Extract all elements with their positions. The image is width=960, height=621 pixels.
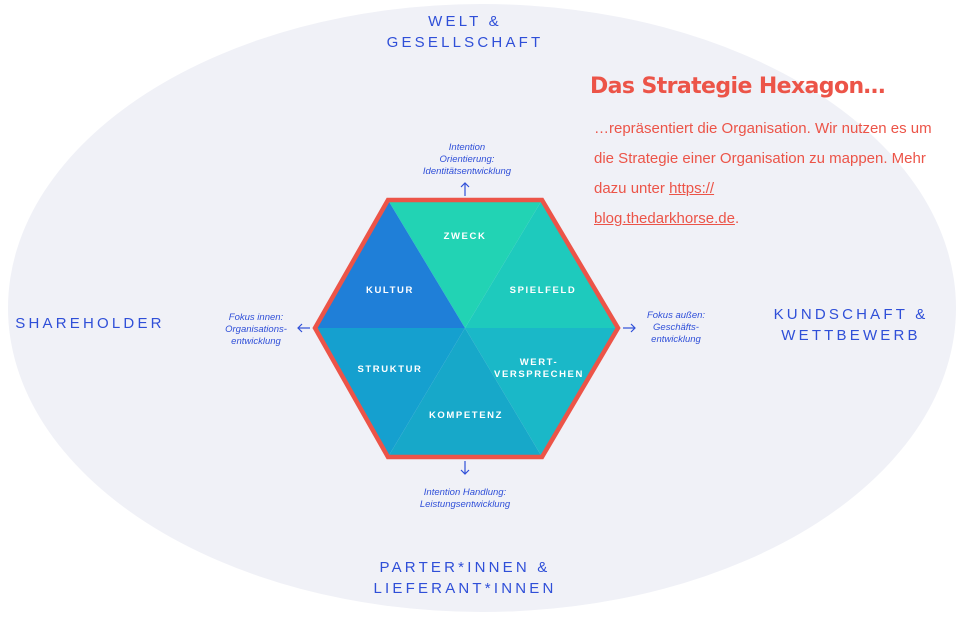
arrow-right-icon xyxy=(623,323,636,333)
stakeholder-welt-gesellschaft: WELT & GESELLSCHAFT xyxy=(386,13,544,51)
segment-label-wertversprechen: WERT- VERSPRECHEN xyxy=(494,357,584,380)
info-title: Das Strategie Hexagon… xyxy=(590,74,886,99)
focus-aussen: Fokus außen: Geschäfts- entwicklung xyxy=(646,310,706,345)
blog-link[interactable]: https:// blog.thedarkhorse.de xyxy=(594,180,735,227)
segment-label-kultur: KULTUR xyxy=(366,285,414,296)
hexagon-border xyxy=(312,197,621,460)
direction-arrows xyxy=(297,182,636,475)
stakeholder-kundschaft-wettbewerb: KUNDSCHAFT & WETTBEWERB xyxy=(773,306,929,344)
info-description: …repräsentiert die Organisation. Wir nut… xyxy=(594,114,954,234)
arrow-down-icon xyxy=(460,461,470,475)
segment-wertversprechen[interactable] xyxy=(465,328,618,457)
info-text-end: . xyxy=(734,210,740,227)
segment-kultur[interactable] xyxy=(315,200,465,328)
arrow-up-icon xyxy=(460,182,470,196)
stakeholder-shareholder: SHAREHOLDER xyxy=(15,315,165,332)
segment-spielfeld[interactable] xyxy=(465,200,618,328)
segment-zweck[interactable] xyxy=(388,200,542,328)
segment-label-struktur: STRUKTUR xyxy=(357,364,423,375)
segment-label-kompetenz: KOMPETENZ xyxy=(428,410,504,421)
intention-orientierung: Intention Orientierung: Identitätsentwic… xyxy=(422,142,512,177)
info-text: …repräsentiert die Organisation. Wir nut… xyxy=(594,120,932,197)
focus-innen: Fokus innen: Organisations- entwicklung xyxy=(225,312,287,347)
segment-kompetenz[interactable] xyxy=(388,328,542,457)
stakeholder-partner-lieferanten: PARTER*INNEN & LIEFERANT*INNEN xyxy=(373,559,557,597)
intention-handlung: Intention Handlung: Leistungsentwicklung xyxy=(419,487,511,510)
arrow-left-icon xyxy=(297,323,310,333)
segment-struktur[interactable] xyxy=(315,328,465,457)
segment-label-spielfeld: SPIELFELD xyxy=(509,285,577,296)
segment-label-zweck: ZWECK xyxy=(443,231,487,242)
